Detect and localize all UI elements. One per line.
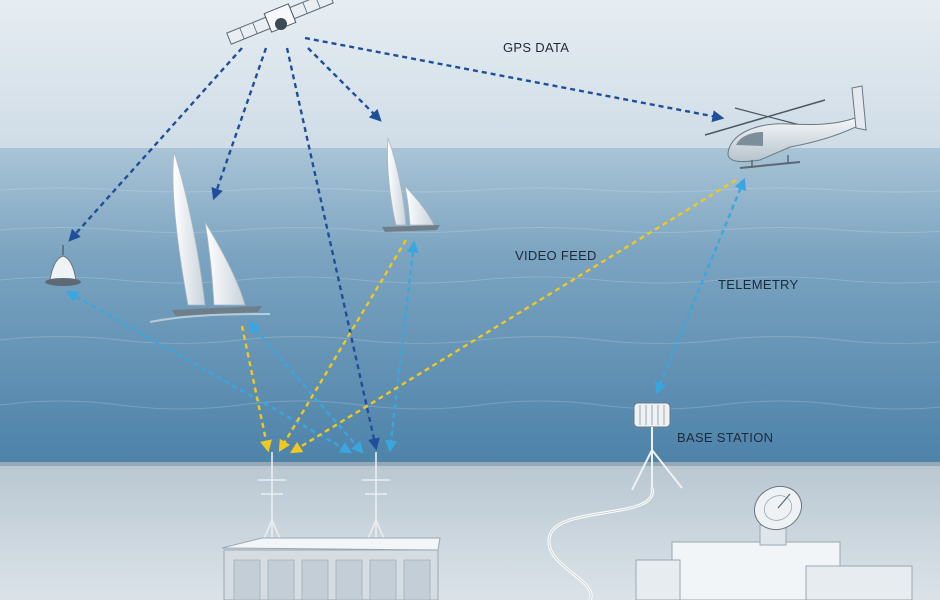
shore-edge — [0, 462, 940, 466]
sea — [0, 148, 940, 465]
telemetry-link-helicopter — [655, 177, 746, 395]
gps-link-helicopter — [304, 36, 725, 123]
telemetry-link-boat-small — [385, 240, 419, 453]
gps-links — [68, 36, 725, 451]
helicopter-icon — [704, 85, 867, 169]
radar-antenna-icon — [631, 402, 683, 491]
base-station-label: BASE STATION — [677, 430, 774, 445]
gps-data-label: GPS DATA — [503, 40, 570, 55]
video-link-boat-large — [240, 325, 272, 453]
telemetry-link-boat-large — [248, 321, 364, 454]
catamaran-small-icon — [382, 137, 440, 232]
satellite-icon — [226, 0, 334, 45]
video-links — [240, 178, 737, 454]
gps-link-buoy — [68, 47, 243, 242]
control-building-icon — [221, 537, 441, 600]
telemetry-links — [65, 177, 746, 454]
video-feed-label: VIDEO FEED — [515, 248, 597, 263]
buoy-icon — [45, 245, 81, 286]
video-link-helicopter — [289, 178, 737, 454]
satellite-dish-building-icon — [635, 485, 913, 600]
gps-link-boat-small — [307, 47, 382, 122]
telemetry-label: TELEMETRY — [718, 277, 799, 292]
video-link-boat-small — [278, 239, 408, 453]
